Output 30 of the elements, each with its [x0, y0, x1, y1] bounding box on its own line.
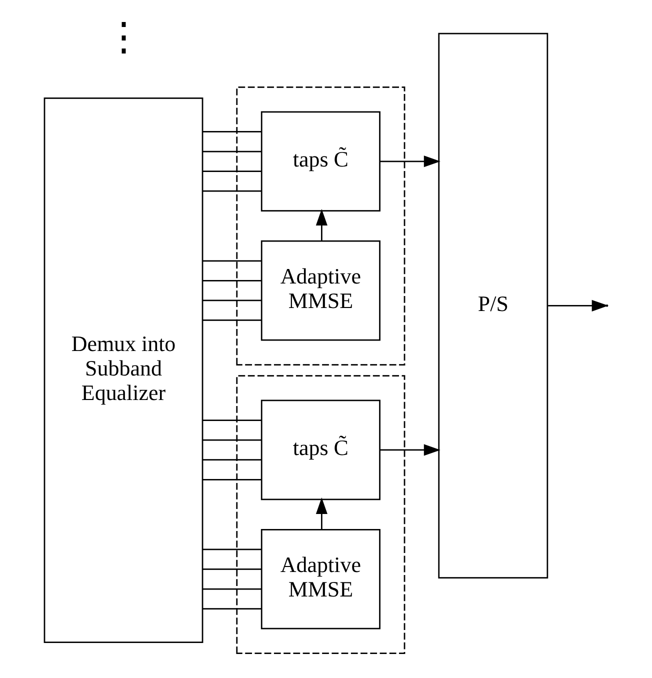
connector [202, 170, 262, 172]
connector [202, 568, 262, 570]
node-box: taps C̃ [260, 111, 380, 212]
connector [202, 190, 262, 192]
node-box: P/S [438, 32, 548, 578]
connector [202, 478, 262, 480]
connector [202, 131, 262, 132]
connector [202, 588, 262, 590]
connector [202, 280, 262, 282]
node-box: taps C̃ [260, 400, 380, 500]
connector [202, 150, 262, 152]
label: ⋮ [104, 16, 143, 59]
cluster [236, 375, 406, 654]
arrow [316, 208, 328, 241]
connector [202, 459, 262, 461]
connector [202, 420, 262, 421]
connector [202, 300, 262, 302]
node-box: Demux into Subband Equalizer [44, 98, 204, 644]
arrow [316, 498, 328, 530]
connector [202, 439, 262, 441]
arrow [380, 156, 440, 168]
connector [202, 608, 262, 610]
arrow [548, 300, 608, 312]
connector [202, 260, 262, 262]
connector [202, 548, 262, 550]
cluster [236, 86, 406, 366]
node-box: Adaptive MMSE [260, 240, 380, 341]
arrow [380, 444, 440, 456]
node-box: Adaptive MMSE [260, 528, 380, 630]
connector [202, 320, 262, 321]
